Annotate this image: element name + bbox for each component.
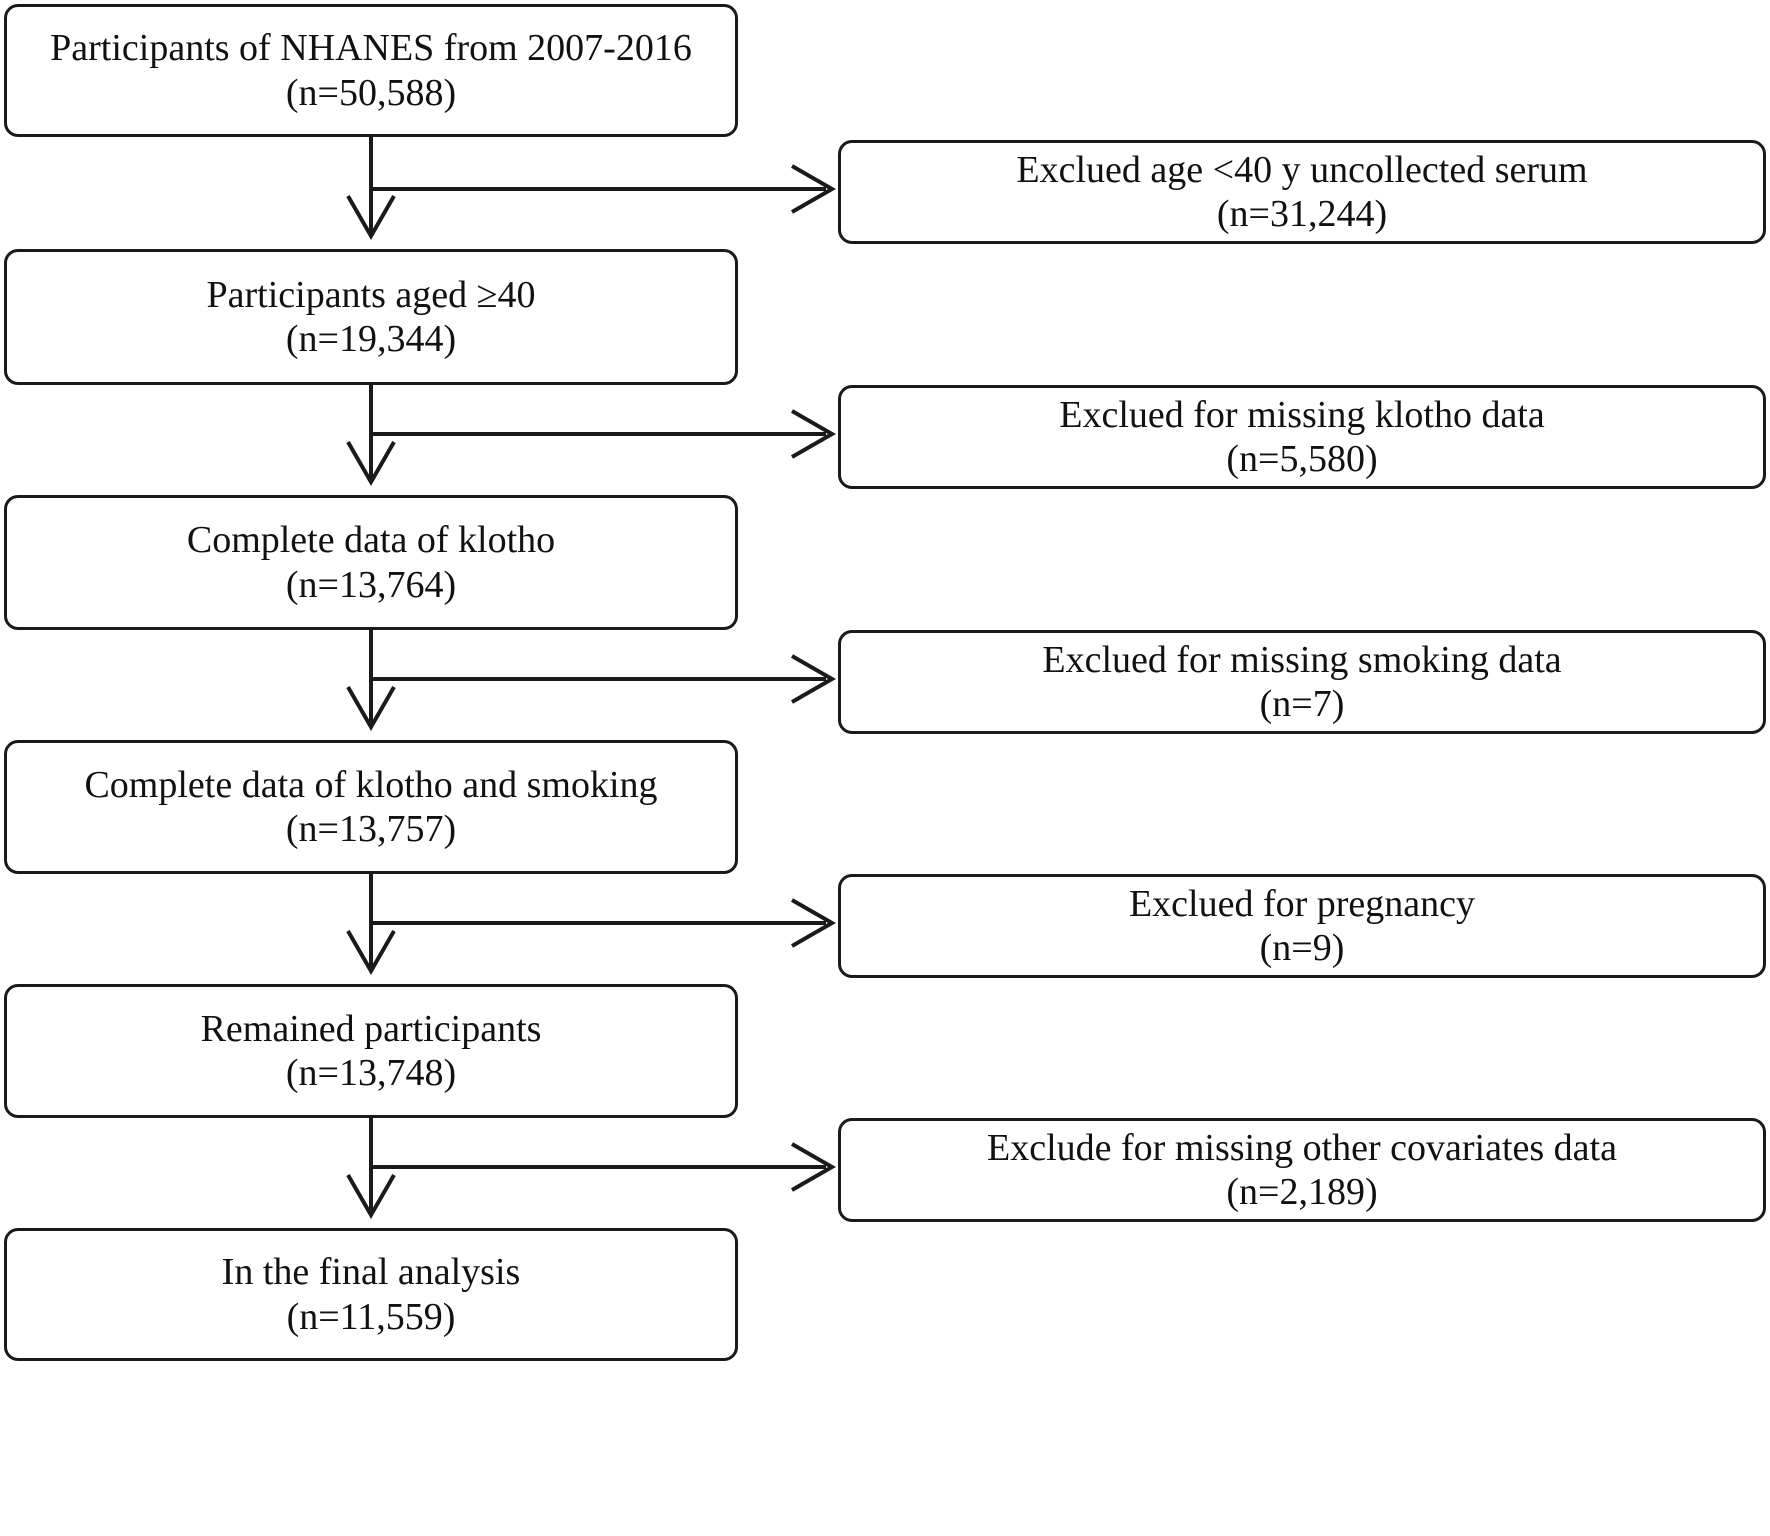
- node-klotho-smoking-label: Complete data of klotho and smoking: [84, 763, 658, 806]
- node-final-analysis-label: In the final analysis: [221, 1251, 521, 1294]
- connector-remained-to-final: [346, 1118, 396, 1220]
- node-enrolled-label: Participants of NHANES from 2007-2016: [50, 27, 692, 70]
- node-excluded-pregnancy-count: (n=9): [1259, 927, 1345, 969]
- node-remained-label: Remained participants: [200, 1007, 542, 1050]
- connector-aged40-to-klotho: [346, 385, 396, 487]
- node-remained-count: (n=13,748): [285, 1052, 457, 1094]
- node-klotho-label: Complete data of klotho: [186, 519, 556, 562]
- connector-klotho-smoking-to-remained: [346, 874, 396, 976]
- node-excluded-klotho-label: Exclued for missing klotho data: [1059, 393, 1545, 436]
- node-klotho-smoking-count: (n=13,757): [285, 808, 457, 850]
- node-excluded-klotho: Exclued for missing klotho data (n=5,580…: [838, 385, 1766, 489]
- node-excluded-pregnancy: Exclued for pregnancy (n=9): [838, 874, 1766, 978]
- branch-remained-to-excl-covariates: [371, 1142, 837, 1192]
- node-excluded-smoking-count: (n=7): [1259, 683, 1345, 725]
- node-excluded-age-label: Exclued age <40 y uncollected serum: [1016, 148, 1588, 191]
- node-excluded-covariates-label: Exclude for missing other covariates dat…: [987, 1126, 1617, 1169]
- node-aged40: Participants aged ≥40 (n=19,344): [4, 249, 738, 385]
- branch-klotho-to-excl-smoking: [371, 654, 837, 704]
- node-excluded-smoking-label: Exclued for missing smoking data: [1042, 638, 1562, 681]
- node-klotho-smoking: Complete data of klotho and smoking (n=1…: [4, 740, 738, 874]
- node-enrolled-count: (n=50,588): [285, 71, 457, 114]
- node-excluded-pregnancy-label: Exclued for pregnancy: [1128, 882, 1476, 925]
- node-final-analysis-count: (n=11,559): [286, 1295, 456, 1338]
- node-aged40-label: Participants aged ≥40: [206, 273, 536, 316]
- branch-aged40-to-excl-klotho: [371, 409, 837, 459]
- node-excluded-covariates-count: (n=2,189): [1226, 1171, 1378, 1213]
- branch-enrolled-to-excl-age: [371, 164, 837, 214]
- connector-enrolled-to-aged40: [346, 137, 396, 241]
- node-final-analysis: In the final analysis (n=11,559): [4, 1228, 738, 1361]
- branch-klotho-smoking-to-excl-pregnancy: [371, 898, 837, 948]
- node-excluded-age: Exclued age <40 y uncollected serum (n=3…: [838, 140, 1766, 244]
- node-klotho-count: (n=13,764): [285, 563, 457, 606]
- node-enrolled: Participants of NHANES from 2007-2016 (n…: [4, 4, 738, 137]
- node-excluded-klotho-count: (n=5,580): [1226, 438, 1378, 480]
- node-klotho: Complete data of klotho (n=13,764): [4, 495, 738, 630]
- node-excluded-age-count: (n=31,244): [1216, 193, 1388, 235]
- node-excluded-covariates: Exclude for missing other covariates dat…: [838, 1118, 1766, 1222]
- connector-klotho-to-klotho-smoking: [346, 630, 396, 732]
- node-excluded-smoking: Exclued for missing smoking data (n=7): [838, 630, 1766, 734]
- node-remained: Remained participants (n=13,748): [4, 984, 738, 1118]
- node-aged40-count: (n=19,344): [285, 318, 457, 360]
